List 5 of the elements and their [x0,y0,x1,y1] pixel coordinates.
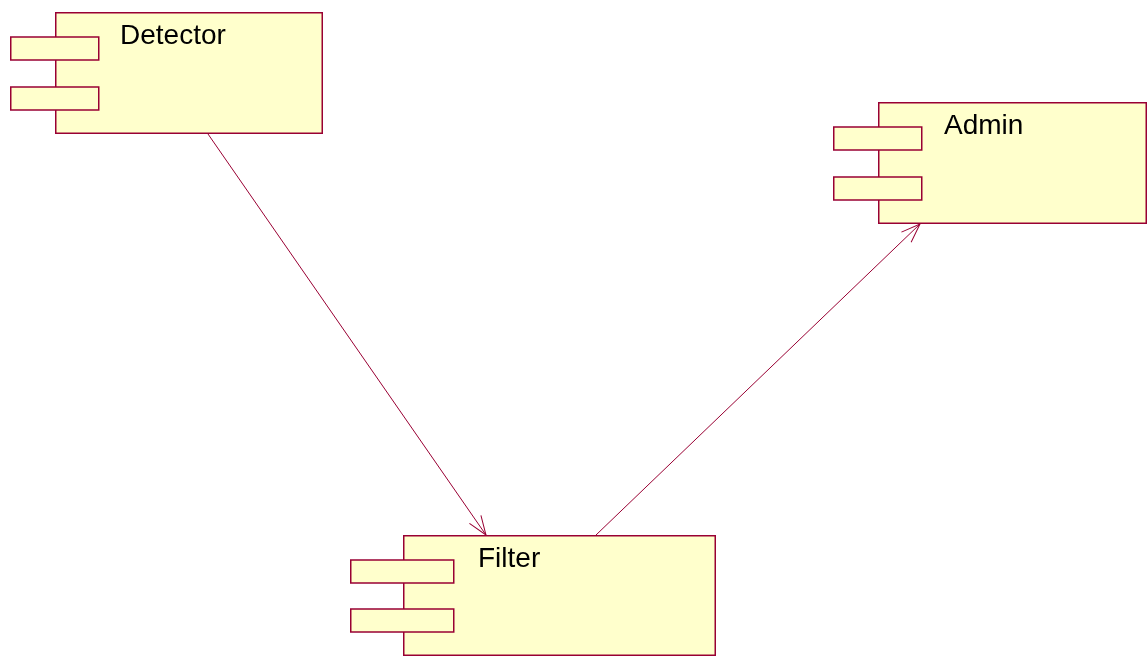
arrow [207,133,487,536]
component-name: Detector [120,21,226,49]
component-name: Admin [944,111,1024,139]
arrow [595,223,921,536]
component-name: Filter [478,544,541,572]
